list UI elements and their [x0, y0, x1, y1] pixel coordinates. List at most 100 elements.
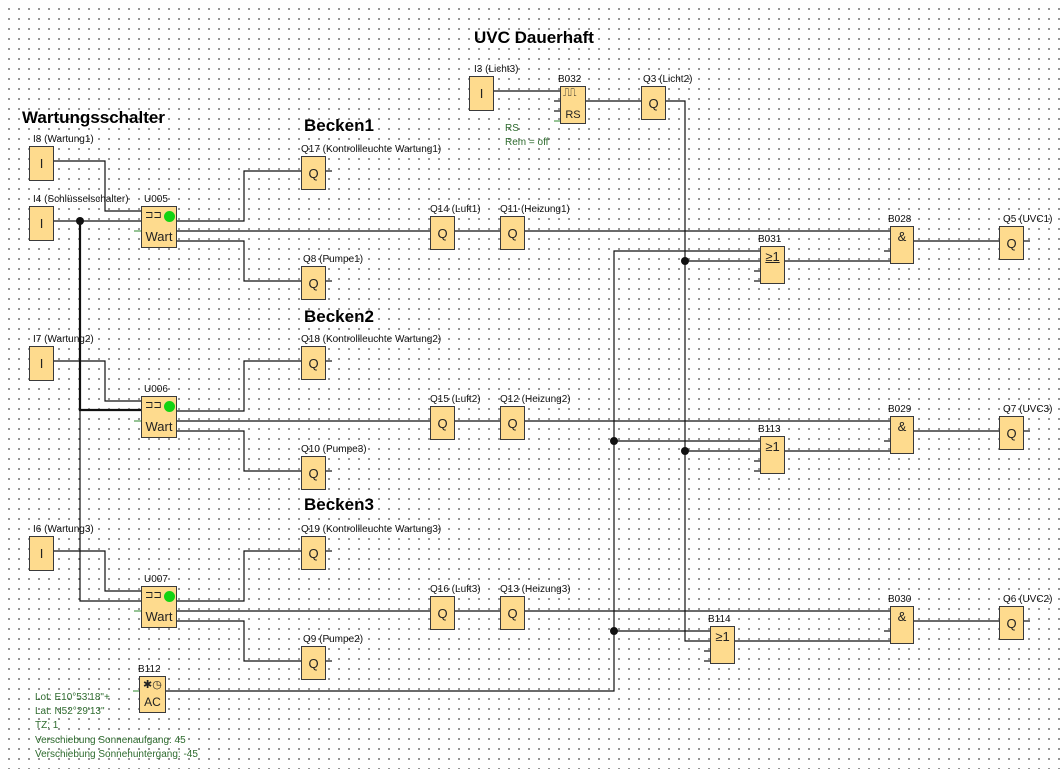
udf-block-u007[interactable]: ⊐⊐ Wart	[141, 586, 177, 628]
heading-uvc-dauerhaft: UVC Dauerhaft	[474, 28, 594, 47]
input-symbol: I	[39, 356, 44, 371]
output-block-q3[interactable]: Q	[641, 86, 666, 120]
udf-circuit-icon: ⊐⊐	[145, 590, 162, 601]
sun-clock-icon: ✱◷	[143, 679, 162, 691]
block-label-b113: B113	[758, 424, 781, 435]
input-block-i8[interactable]: I	[29, 146, 54, 181]
block-label-b114: B114	[708, 614, 731, 625]
block-b032-rs-latch[interactable]: ⎍⎍ RS	[560, 86, 586, 124]
output-block-q9[interactable]: Q	[301, 646, 326, 680]
udf-circuit-icon: ⊐⊐	[145, 210, 162, 221]
output-block-q8[interactable]: Q	[301, 266, 326, 300]
input-symbol: I	[479, 86, 484, 101]
block-b113-or[interactable]: ≥1	[760, 436, 785, 474]
input-block-i6[interactable]: I	[29, 536, 54, 571]
output-label-q15: Q15 (Luft2)	[430, 394, 481, 405]
input-label-i4: I4 (Schlüsselschalter)	[33, 194, 129, 205]
heading-becken2: Becken2	[304, 307, 374, 326]
output-symbol: Q	[507, 415, 518, 431]
output-symbol: Q	[308, 545, 319, 561]
block-label-b028: B028	[888, 214, 912, 225]
block-label-b031: B031	[758, 234, 782, 245]
udf-text: Wart	[145, 419, 173, 434]
block-symbol: AC	[144, 695, 161, 709]
block-b029-and[interactable]: &	[890, 416, 914, 454]
output-block-q12[interactable]: Q	[500, 406, 525, 440]
astro-longitude-note: Lot: E10°53'18"+	[35, 692, 110, 703]
block-b114-or[interactable]: ≥1	[710, 626, 735, 664]
output-symbol: Q	[308, 465, 319, 481]
block-symbol: ≥1	[765, 249, 780, 264]
output-symbol: Q	[1006, 615, 1017, 631]
udf-text: Wart	[145, 229, 173, 244]
block-symbol: &	[897, 609, 907, 624]
status-led-icon	[164, 211, 175, 222]
input-symbol: I	[39, 216, 44, 231]
udf-circuit-icon: ⊐⊐	[145, 400, 162, 411]
output-symbol: Q	[648, 95, 659, 111]
output-symbol: Q	[1006, 425, 1017, 441]
output-symbol: Q	[308, 655, 319, 671]
udf-text: Wart	[145, 609, 173, 624]
output-block-q5[interactable]: Q	[999, 226, 1024, 260]
input-label-i7: I7 (Wartung2)	[33, 334, 94, 345]
output-symbol: Q	[308, 165, 319, 181]
heading-wartungsschalter: Wartungsschalter	[22, 108, 165, 127]
output-label-q8: Q8 (Pumpe1)	[303, 254, 364, 265]
block-symbol: ≥1	[715, 629, 730, 644]
output-block-q17[interactable]: Q	[301, 156, 326, 190]
output-symbol: Q	[308, 355, 319, 371]
output-block-q15[interactable]: Q	[430, 406, 455, 440]
output-label-q14: Q14 (Luft1)	[430, 204, 481, 215]
output-block-q14[interactable]: Q	[430, 216, 455, 250]
block-symbol: &	[897, 229, 907, 244]
block-b030-and[interactable]: &	[890, 606, 914, 644]
input-symbol: I	[39, 546, 44, 561]
block-label-b112: B112	[138, 664, 161, 675]
status-led-icon	[164, 591, 175, 602]
output-block-q13[interactable]: Q	[500, 596, 525, 630]
block-label-b029: B029	[888, 404, 912, 415]
udf-block-u005[interactable]: ⊐⊐ Wart	[141, 206, 177, 248]
output-label-q11: Q11 (Heizung1)	[500, 204, 570, 215]
block-b031-or[interactable]: ≥1	[760, 246, 785, 284]
block-b112-astronomical-clock[interactable]: ✱◷ AC	[139, 676, 166, 713]
input-label-i8: I8 (Wartung1)	[33, 134, 94, 145]
output-block-q10[interactable]: Q	[301, 456, 326, 490]
astro-latitude-note: Lat: N52°29'13"	[35, 706, 105, 717]
output-label-q10: Q10 (Pumpe3)	[301, 444, 367, 455]
output-block-q19[interactable]: Q	[301, 536, 326, 570]
output-label-q9: Q9 (Pumpe2)	[303, 634, 364, 645]
udf-label-u006: U006	[144, 384, 168, 395]
output-block-q16[interactable]: Q	[430, 596, 455, 630]
output-symbol: Q	[507, 605, 518, 621]
udf-label-u005: U005	[144, 194, 168, 205]
output-block-q6[interactable]: Q	[999, 606, 1024, 640]
output-label-q17: Q17 (Kontrollleuchte Wartung1)	[301, 144, 442, 155]
udf-block-u006[interactable]: ⊐⊐ Wart	[141, 396, 177, 438]
output-label-q3: Q3 (Licht2)	[643, 74, 693, 85]
output-block-q7[interactable]: Q	[999, 416, 1024, 450]
astro-sunrise-offset-note: Verschiebung Sonnenaufgang: 45	[35, 735, 186, 746]
output-symbol: Q	[1006, 235, 1017, 251]
output-label-q5: Q5 (UVC1)	[1003, 214, 1053, 225]
block-symbol: &	[897, 419, 907, 434]
output-symbol: Q	[507, 225, 518, 241]
input-block-i3[interactable]: I	[469, 76, 494, 111]
output-label-q19: Q19 (Kontrollleuchte Wartung3)	[301, 524, 442, 535]
output-block-q18[interactable]: Q	[301, 346, 326, 380]
block-b028-and[interactable]: &	[890, 226, 914, 264]
udf-label-u007: U007	[144, 574, 168, 585]
output-label-q12: Q12 (Heizung2)	[500, 394, 571, 405]
input-symbol: I	[39, 156, 44, 171]
input-block-i7[interactable]: I	[29, 346, 54, 381]
input-block-i4[interactable]: I	[29, 206, 54, 241]
input-label-i3: I3 (Licht3)	[474, 64, 519, 75]
heading-becken1: Becken1	[304, 116, 374, 135]
output-label-q18: Q18 (Kontrollleuchte Wartung2)	[301, 334, 442, 345]
output-label-q6: Q6 (UVC2)	[1003, 594, 1053, 605]
output-label-q13: Q13 (Heizung3)	[500, 584, 571, 595]
output-block-q11[interactable]: Q	[500, 216, 525, 250]
status-led-icon	[164, 401, 175, 412]
